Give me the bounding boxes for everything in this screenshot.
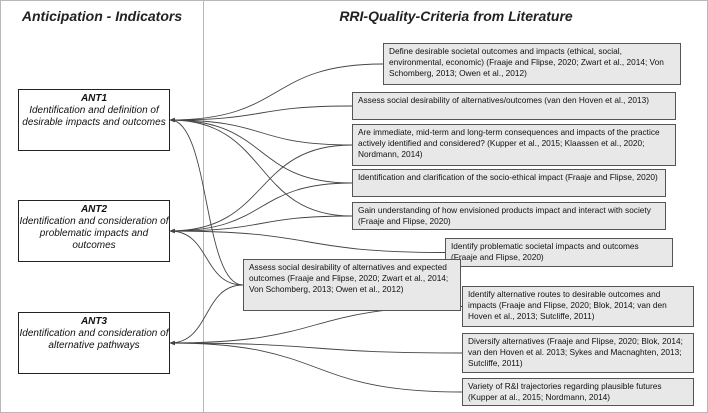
connector-criterion-4-to-ant2 [169,215,353,234]
indicator-ant1: ANT1 Identification and definition of de… [18,89,170,151]
connector-criterion-8-to-ant3 [169,340,463,354]
indicator-ant2-title: ANT2 [80,204,108,215]
connector-criterion-3-to-ant1 [169,117,353,184]
connector-criterion-6-to-ant3 [169,284,244,346]
connector-criterion-0-to-ant1 [169,63,384,123]
criterion-assess-desirability-alternatives: Assess social desirability of alternativ… [352,92,676,120]
criteria-header: RRI-Quality-Criteria from Literature [339,8,573,24]
connector-criterion-2-to-ant2 [169,144,353,234]
connector-criterion-5-to-ant2 [169,228,446,253]
criterion-identify-problematic-impacts: Identify problematic societal impacts an… [445,238,673,267]
column-divider [203,0,204,413]
indicator-ant2: ANT2 Identification and consideration of… [18,200,170,262]
indicator-ant1-title: ANT1 [80,93,108,104]
indicator-ant3: ANT3 Identification and consideration of… [18,312,170,374]
connector-criterion-2-to-ant1 [169,117,353,146]
indicator-ant3-title: ANT3 [80,316,108,327]
connector-criterion-1-to-ant1 [169,105,353,123]
criterion-socio-ethical-impact: Identification and clarification of the … [352,169,666,197]
criterion-consequences-identified: Are immediate, mid-term and long-term co… [352,124,676,166]
indicator-ant3-description: Identification and consideration of alte… [19,328,169,351]
criterion-assess-desirability-expected: Assess social desirability of alternativ… [243,259,461,311]
criterion-understand-product-impact: Gain understanding of how envisioned pro… [352,202,666,230]
connector-criterion-3-to-ant2 [169,182,353,234]
connector-criterion-9-to-ant3 [169,340,463,393]
criterion-diversify-alternatives: Diversify alternatives (Fraaje and Flips… [462,333,694,373]
connector-criterion-6-to-ant2 [169,228,244,286]
connector-criterion-7-to-ant3 [169,306,463,346]
criterion-ri-trajectories: Variety of R&I trajectories regarding pl… [462,378,694,406]
criterion-alternative-routes: Identify alternative routes to desirable… [462,286,694,327]
indicator-ant2-description: Identification and consideration of prob… [19,216,169,251]
criterion-define-desirable-outcomes: Define desirable societal outcomes and i… [383,43,681,85]
connector-criterion-6-to-ant1 [169,117,244,286]
indicator-ant1-description: Identification and definition of desirab… [22,105,166,128]
connector-criterion-4-to-ant1 [169,117,353,217]
indicators-header: Anticipation - Indicators [21,8,183,24]
